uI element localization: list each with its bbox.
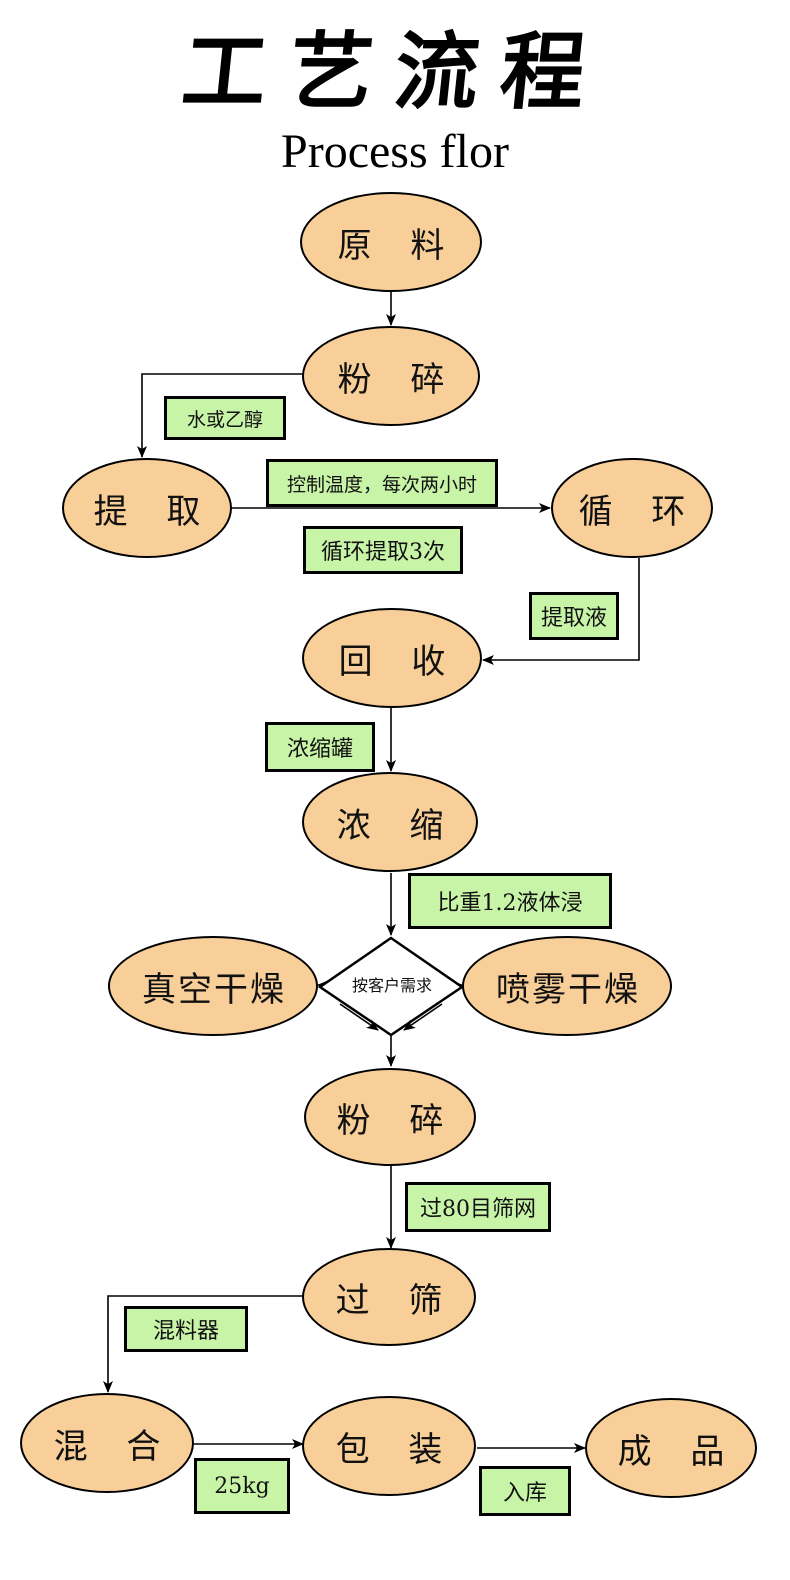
node-raw-material: 原 料 (300, 192, 482, 292)
label-sieve-mesh: 过80目筛网 (405, 1182, 551, 1232)
arrow-cycle-to-recover (482, 558, 640, 665)
label-temp-control: 控制温度，每次两小时 (266, 459, 498, 507)
label-cycle-extract: 循环提取3次 (303, 526, 463, 574)
node-sieve: 过 筛 (302, 1248, 476, 1346)
node-extract: 提 取 (62, 458, 232, 558)
label-storage: 入库 (479, 1466, 571, 1516)
label-mixer: 混料器 (124, 1306, 248, 1352)
arrow-crush-to-extract (137, 373, 303, 458)
node-mix: 混 合 (20, 1393, 194, 1493)
node-concentrate: 浓 缩 (302, 772, 478, 872)
page-subtitle: Process flor (281, 125, 509, 178)
label-specific-gravity: 比重1.2液体浸 (408, 873, 612, 929)
label-concentration-tank: 浓缩罐 (265, 722, 375, 772)
label-weight: 25kg (194, 1458, 290, 1514)
node-product: 成 品 (585, 1398, 757, 1498)
node-crush-1: 粉 碎 (302, 326, 480, 426)
node-vacuum-dry: 真空干燥 (108, 936, 318, 1036)
label-water-ethanol: 水或乙醇 (164, 396, 286, 440)
node-cycle: 循 环 (551, 458, 713, 558)
decision-diamond (317, 936, 465, 1037)
decision-label: 按客户需求 (351, 976, 432, 995)
node-spray-dry: 喷雾干燥 (462, 936, 672, 1036)
node-pack: 包 装 (302, 1396, 476, 1496)
label-extract-liquid: 提取液 (529, 592, 619, 640)
node-crush-2: 粉 碎 (304, 1068, 476, 1166)
node-recover: 回 收 (302, 608, 482, 708)
arrow-sieve-to-mix (103, 1295, 303, 1393)
